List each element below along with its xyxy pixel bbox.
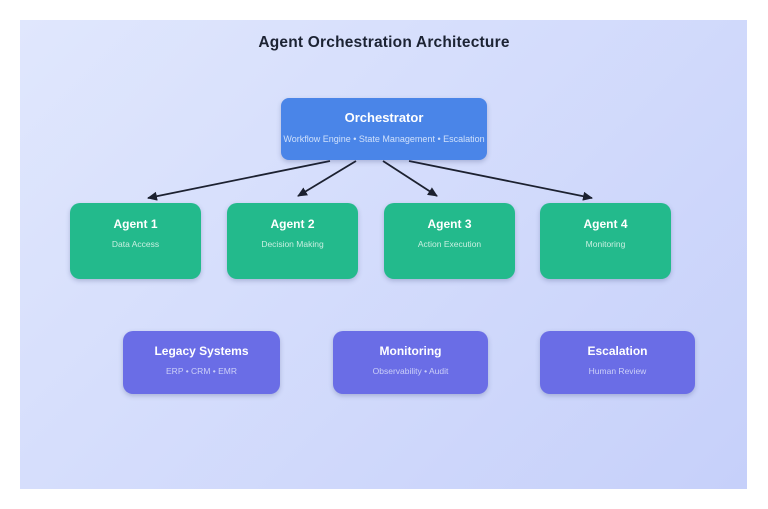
agent-3-node: Agent 3 Action Execution bbox=[384, 203, 515, 279]
monitoring-subtitle: Observability • Audit bbox=[372, 366, 449, 376]
orchestrator-title: Orchestrator bbox=[344, 110, 424, 125]
diagram-title: Agent Orchestration Architecture bbox=[258, 34, 510, 51]
escalation-subtitle: Human Review bbox=[588, 366, 647, 376]
orchestrator-node: Orchestrator Workflow Engine • State Man… bbox=[281, 98, 487, 160]
orchestrator-subtitle: Workflow Engine • State Management • Esc… bbox=[283, 134, 485, 144]
agent-2-title: Agent 2 bbox=[270, 217, 315, 231]
agent-3-subtitle: Action Execution bbox=[417, 239, 482, 249]
monitoring-title: Monitoring bbox=[379, 344, 442, 358]
agent-4-node: Agent 4 Monitoring bbox=[540, 203, 671, 279]
agent-2-node: Agent 2 Decision Making bbox=[227, 203, 358, 279]
escalation-title: Escalation bbox=[587, 344, 648, 358]
legacy-systems-node: Legacy Systems ERP • CRM • EMR bbox=[123, 331, 280, 394]
agent-1-title: Agent 1 bbox=[113, 217, 158, 231]
agent-2-subtitle: Decision Making bbox=[261, 239, 324, 249]
agent-4-title: Agent 4 bbox=[583, 217, 628, 231]
monitoring-node: Monitoring Observability • Audit bbox=[333, 331, 488, 394]
escalation-node: Escalation Human Review bbox=[540, 331, 695, 394]
legacy-systems-subtitle: ERP • CRM • EMR bbox=[166, 366, 237, 376]
legacy-systems-title: Legacy Systems bbox=[154, 344, 249, 358]
agent-1-node: Agent 1 Data Access bbox=[70, 203, 201, 279]
agent-3-title: Agent 3 bbox=[427, 217, 472, 231]
agent-4-subtitle: Monitoring bbox=[585, 239, 626, 249]
agent-1-subtitle: Data Access bbox=[111, 239, 160, 249]
